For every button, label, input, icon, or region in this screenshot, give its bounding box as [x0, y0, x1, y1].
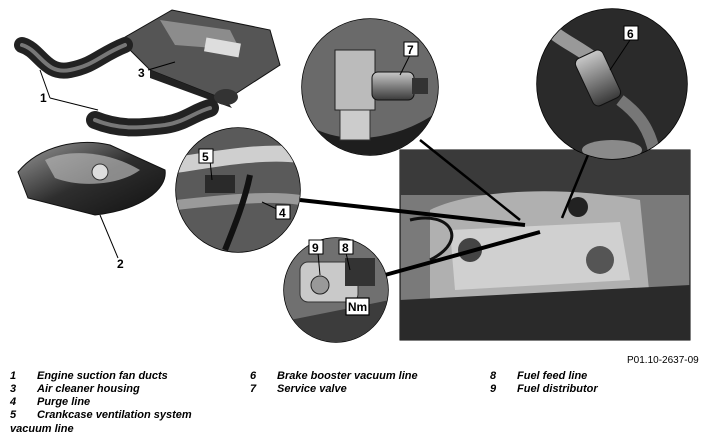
legend-col-1: 1 Engine suction fan ducts 3 Air cleaner… — [10, 370, 240, 440]
legend-num: 7 — [250, 383, 257, 395]
legend-col-3: 8 Fuel feed line 9 Fuel distributor — [490, 370, 690, 400]
callout-7: 7 — [407, 43, 414, 57]
engine-suction-fan-ducts — [14, 37, 219, 137]
pointer-lines — [299, 139, 592, 277]
callout-9: 9 — [312, 241, 319, 255]
legend-num: 1 — [10, 370, 17, 382]
engine-cover — [17, 142, 166, 216]
callout-6: 6 — [627, 27, 634, 41]
callout-2: 2 — [117, 257, 124, 271]
inset-crankcase-purge-lines — [175, 127, 301, 253]
inset-fuel-distributor: Nm — [283, 237, 389, 343]
callout-boxes — [198, 25, 639, 255]
callout-8: 8 — [342, 241, 349, 255]
legend-num: 9 — [490, 383, 497, 395]
engine-bay-photo — [399, 149, 691, 341]
legend-num: 4 — [10, 396, 17, 408]
callout-4: 4 — [279, 206, 286, 220]
legend-num: 5 — [10, 409, 17, 421]
legend-text: Service valve — [277, 383, 347, 395]
legend-continuation: vacuum line — [10, 423, 74, 435]
legend-num: 6 — [250, 370, 257, 382]
legend-text: Fuel distributor — [517, 383, 598, 395]
torque-symbol — [345, 297, 370, 316]
callout-3: 3 — [138, 66, 145, 80]
inset-service-valve — [301, 18, 439, 156]
torque-symbol-label: Nm — [348, 300, 367, 314]
inset-brake-booster-vacuum-line — [536, 8, 688, 160]
air-cleaner-housing — [119, 9, 281, 108]
callout-1: 1 — [40, 91, 47, 105]
legend-text: Purge line — [37, 396, 91, 408]
legend-text: Brake booster vacuum line — [277, 370, 418, 382]
callout-5: 5 — [202, 150, 209, 164]
legend-num: 3 — [10, 383, 17, 395]
legend-text: Fuel feed line — [517, 370, 588, 382]
legend-text: Crankcase ventilation system — [37, 409, 192, 421]
legend-text: Air cleaner housing — [37, 383, 140, 395]
legend-text: Engine suction fan ducts — [37, 370, 168, 382]
figure-code: P01.10-2637-09 — [627, 355, 699, 366]
legend-col-2: 6 Brake booster vacuum line 7 Service va… — [250, 370, 480, 400]
legend-num: 8 — [490, 370, 497, 382]
